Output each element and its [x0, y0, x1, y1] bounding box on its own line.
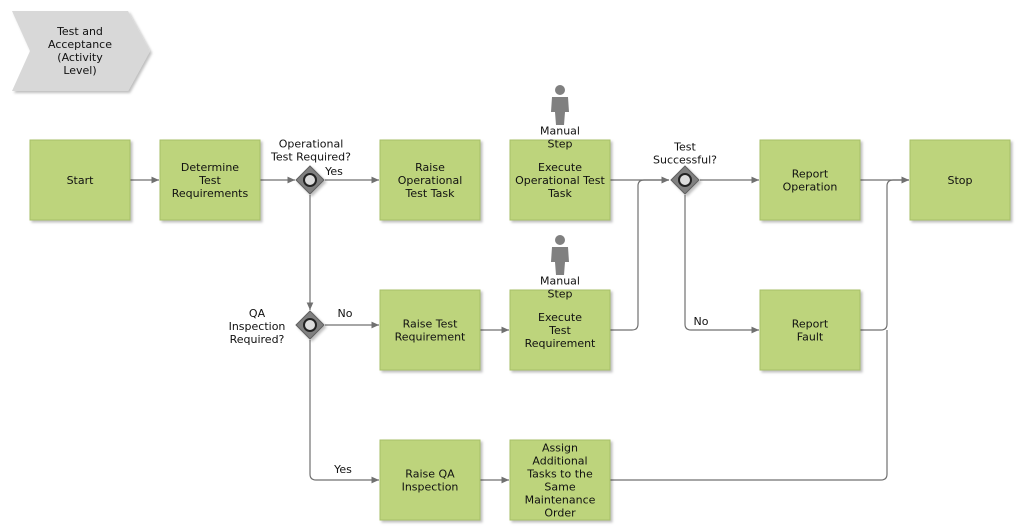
edge-label-no2: No: [694, 315, 709, 328]
connectors: [130, 176, 909, 484]
connector: [610, 330, 888, 481]
gateway-g-qa[interactable]: [295, 310, 325, 340]
task-label: Stop: [947, 174, 972, 187]
task-stop[interactable]: Stop: [909, 139, 1011, 221]
connector: [684, 195, 759, 334]
edge-label-yes2: Yes: [333, 463, 352, 476]
person-icon: [551, 235, 569, 275]
gateway-g-success[interactable]: [670, 165, 700, 195]
task-label: Start: [67, 174, 95, 187]
task-start[interactable]: Start: [29, 139, 131, 221]
edge-label-yes1: Yes: [324, 165, 343, 178]
gateway-g-optest[interactable]: [295, 165, 325, 195]
connector: [309, 340, 379, 484]
connector: [610, 176, 669, 331]
edge-label-no1: No: [338, 307, 353, 320]
person-icon: [551, 85, 569, 125]
connector: [860, 176, 909, 331]
